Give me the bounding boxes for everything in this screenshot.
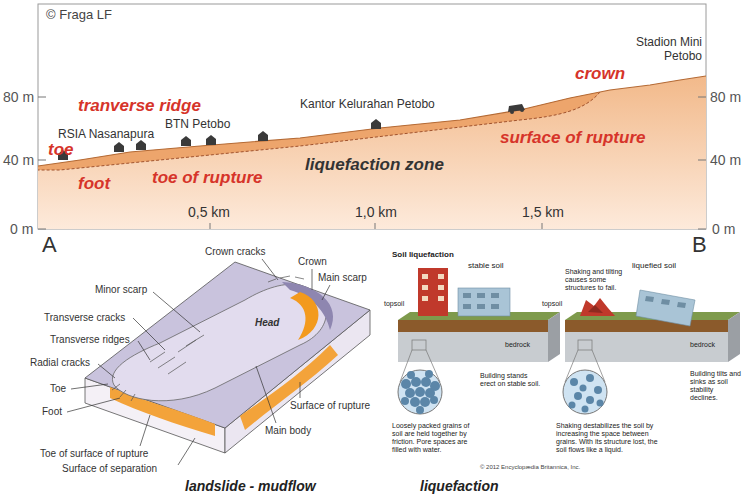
layer-name: topsoil (542, 300, 562, 308)
part-name: Minor scarp (95, 284, 147, 296)
place-name: RSIA Nasanapura (58, 128, 154, 142)
part-name: Head (255, 317, 279, 329)
part-name: Main scarp (318, 272, 367, 284)
panel-subheading: stable soil (468, 261, 504, 270)
explanation-note: Shaking destabilizes the soil by increas… (556, 422, 664, 454)
panel-caption: landslide - mudflow (185, 478, 316, 494)
part-name: foot (78, 174, 110, 194)
layer-name: bedrock (505, 341, 530, 349)
part-name: Crown (298, 256, 327, 268)
zone-name: liquefaction zone (305, 155, 444, 175)
axis-value: 0 m (712, 221, 735, 237)
place-name: Stadion Mini Petobo (630, 36, 702, 64)
part-name: Surface of rupture (290, 400, 370, 412)
part-name: Toe of surface of rupture (40, 448, 148, 460)
panel-heading: Soil liquefaction (392, 250, 454, 259)
part-name: surface of rupture (500, 128, 645, 148)
axis-value: 80 m (3, 89, 34, 105)
panel-subheading: liquefied soil (632, 261, 676, 270)
axis-value: 0 m (10, 221, 33, 237)
part-name: Main body (265, 425, 311, 437)
section-end: A (42, 232, 57, 257)
part-name: Radial cracks (30, 357, 90, 369)
axis-value: 40 m (3, 152, 34, 168)
part-name: Transverse ridges (50, 334, 130, 346)
section-end: B (692, 232, 707, 257)
explanation-note: Shaking and tilting causes some structur… (565, 268, 623, 292)
distance-value: 0,5 km (188, 204, 230, 220)
distance-value: 1,5 km (522, 204, 564, 220)
copyright-note: © 2012 Encyclopædia Britannica, Inc. (480, 464, 580, 471)
panel-caption: liquefaction (420, 478, 499, 494)
axis-value: 40 m (710, 152, 741, 168)
explanation-note: Building tilts and sinks as soil stabili… (690, 370, 742, 402)
part-name: toe (48, 140, 74, 160)
part-name: Foot (42, 406, 62, 418)
copyright-note: © Fraga LF (46, 8, 112, 23)
part-name: Crown cracks (205, 246, 266, 258)
explanation-note: Loosely packed grains of soil are held t… (392, 422, 478, 454)
layer-name: topsoil (384, 300, 404, 308)
place-name: Kantor Kelurahan Petobo (300, 98, 435, 112)
part-name: crown (575, 64, 625, 84)
place-name: BTN Petobo (165, 118, 230, 132)
part-name: toe of rupture (152, 168, 263, 188)
axis-value: 80 m (710, 89, 741, 105)
part-name: tranverse ridge (78, 96, 201, 116)
part-name: Toe (50, 383, 66, 395)
explanation-note: Building stands erect on stable soil. (480, 372, 542, 388)
layer-name: bedrock (690, 341, 715, 349)
distance-value: 1,0 km (355, 204, 397, 220)
part-name: Surface of separation (62, 463, 157, 475)
part-name: Transverse cracks (44, 312, 125, 324)
